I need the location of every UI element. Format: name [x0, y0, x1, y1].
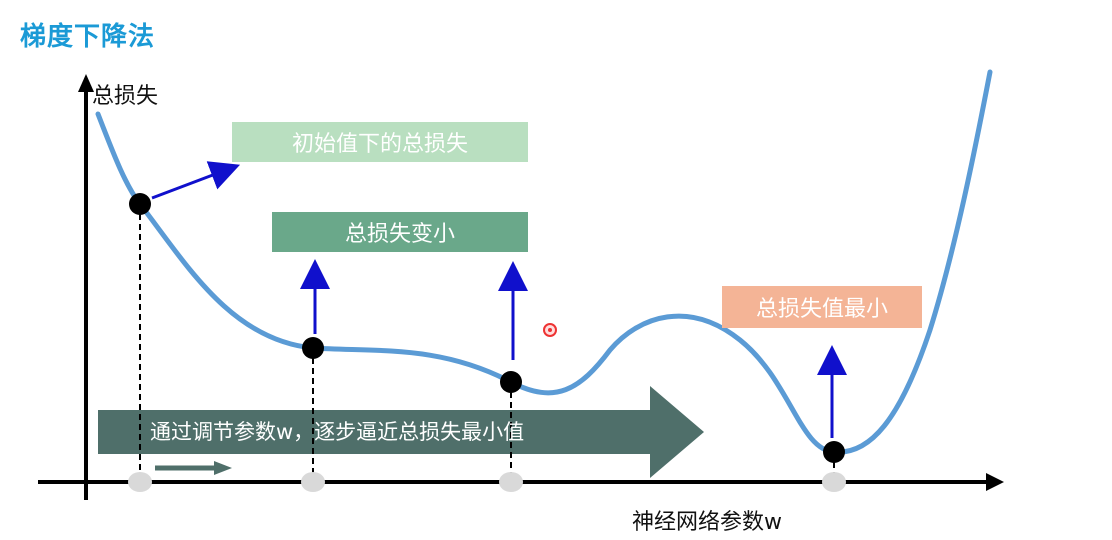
y-axis-label: 总损失 [92, 84, 159, 109]
loss-minimum-text: 总损失值最小 [755, 297, 888, 322]
cursor-dot [548, 328, 552, 332]
axis-point [128, 472, 152, 492]
axis-point [499, 472, 523, 492]
axis-point [822, 472, 846, 492]
x-axis-label: 神经网络参数w [632, 510, 782, 535]
x-axis-arrowhead [986, 473, 1004, 491]
curve-point [500, 371, 522, 393]
loss-decreases-text: 总损失变小 [344, 222, 455, 247]
axis-point [301, 472, 325, 492]
gradient-vector [151, 161, 241, 200]
initial-loss-label: 初始值下的总损失 [232, 122, 528, 162]
curve-point [302, 337, 324, 359]
curve-point-minimum [823, 441, 845, 463]
progress-arrow-head [214, 461, 232, 475]
curve-point-initial [129, 193, 151, 215]
page-title: 梯度下降法 [20, 22, 156, 52]
process-arrow [98, 386, 704, 478]
y-axis-arrowhead [78, 74, 94, 92]
loss-decreases-label: 总损失变小 [272, 212, 528, 252]
process-arrow-text: 通过调节参数w，逐步逼近总损失最小值 [150, 420, 525, 444]
loss-curve [95, 69, 993, 455]
loss-minimum-label: 总损失值最小 [722, 286, 922, 328]
initial-loss-text: 初始值下的总损失 [291, 132, 468, 157]
